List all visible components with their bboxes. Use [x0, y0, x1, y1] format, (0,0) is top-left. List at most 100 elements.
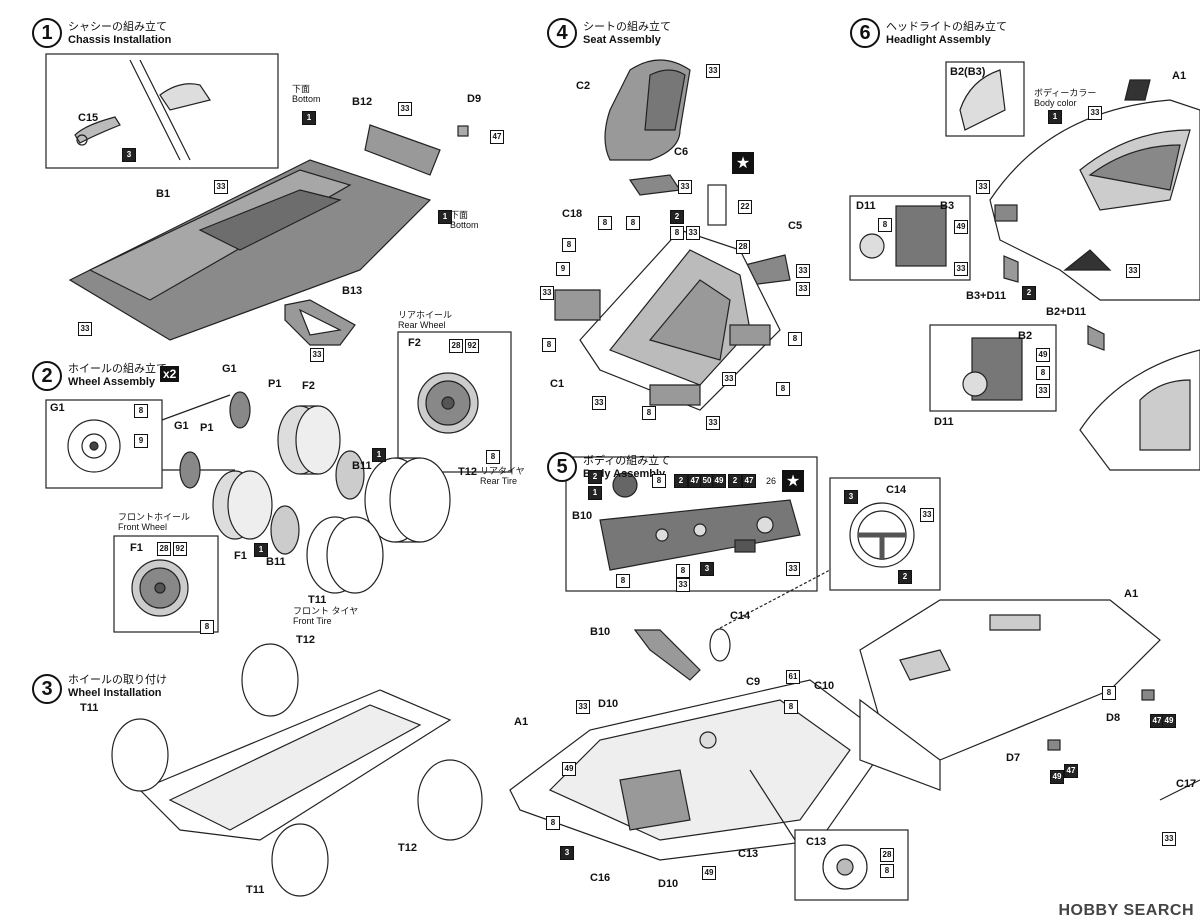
color-tag: 9 [556, 262, 570, 276]
color-tag: 33 [592, 396, 606, 410]
color-tag: 1 [438, 210, 452, 224]
color-tag: 92 [465, 339, 479, 353]
part-label: D8 [1106, 712, 1121, 724]
color-tag: 33 [78, 322, 92, 336]
color-tag: 3 [560, 846, 574, 860]
step-1-title-en: Chassis Installation [68, 34, 172, 46]
step-2-title-jp: ホイールの組み立て [68, 363, 167, 375]
color-tag: 28 [880, 848, 894, 862]
part-label: B11 [352, 460, 372, 472]
color-tag: 28 [736, 240, 750, 254]
color-tag: 8 [486, 450, 500, 464]
part-label: B2 [1018, 330, 1033, 342]
color-tag: 33 [796, 264, 810, 278]
color-tag: 33 [678, 180, 692, 194]
part-label: D10 [658, 878, 679, 890]
rear-tire-jp: リアタイヤ [480, 466, 525, 476]
color-tag: 8 [546, 816, 560, 830]
part-label: C16 [590, 872, 611, 884]
part-label: F1 [234, 550, 247, 562]
step-6-title-en: Headlight Assembly [886, 34, 991, 46]
part-label: B10 [590, 626, 611, 638]
step-3-title-en: Wheel Installation [68, 687, 162, 699]
part-label: D10 [598, 698, 619, 710]
front-tire-jp: フロント タイヤ [293, 606, 359, 616]
color-tag: 49 [1162, 714, 1176, 728]
part-label: G1 [50, 402, 65, 414]
color-tag: 49 [562, 762, 576, 776]
part-label: B3 [940, 200, 955, 212]
part-label: T11 [80, 702, 99, 714]
color-tag: 8 [562, 238, 576, 252]
color-tag: 1 [302, 111, 316, 125]
part-label: G1 [222, 363, 237, 375]
part-label: P1 [200, 422, 214, 434]
part-label: T12 [398, 842, 417, 854]
color-tag: 9 [134, 434, 148, 448]
part-label: F2 [408, 337, 421, 349]
step-3-title-jp: ホイールの取り付け [68, 674, 167, 686]
step-3-number: 3 [32, 674, 62, 704]
part-label: T11 [246, 884, 265, 896]
part-label: D9 [467, 93, 482, 105]
part-label: C1 [550, 378, 565, 390]
step-6-title-jp: ヘッドライトの組み立て [886, 21, 1007, 33]
front-wheel-caption: フロントホイール Front Wheel [118, 512, 190, 532]
part-label: C18 [562, 208, 583, 220]
step-3-title: ホイールの取り付け Wheel Installation [68, 674, 167, 700]
color-tag: 2 [670, 210, 684, 224]
color-tag: 92 [173, 542, 187, 556]
rear-wheel-caption: リアホイール Rear Wheel [398, 310, 452, 330]
part-label: T12 [458, 466, 477, 478]
part-label: D11 [856, 200, 876, 212]
part-label: F1 [130, 542, 143, 554]
part-label: G1 [174, 420, 189, 432]
color-tag: 33 [676, 578, 690, 592]
part-label: B11 [266, 556, 286, 568]
color-tag: 8 [598, 216, 612, 230]
step-4-title-en: Seat Assembly [583, 34, 661, 46]
color-tag: 33 [310, 348, 324, 362]
rear-wheel-en: Rear Wheel [398, 320, 446, 330]
color-tag: 33 [686, 226, 700, 240]
star-icon: ★ [782, 470, 804, 492]
color-tag: 33 [214, 180, 228, 194]
part-label: C6 [674, 146, 689, 158]
color-tag: 8 [676, 564, 690, 578]
rear-wheel-jp: リアホイール [398, 310, 453, 320]
color-tag: 2 [588, 470, 602, 484]
color-tag: 8 [878, 218, 892, 232]
color-tag: 49 [954, 220, 968, 234]
step-1-title-jp: シャシーの組み立て [68, 21, 167, 33]
step-6-number: 6 [850, 18, 880, 48]
part-label: A1 [1172, 70, 1187, 82]
note-bottom: 下面 Bottom [450, 210, 479, 230]
note-bottom-jp: 下面 [292, 84, 311, 94]
color-tag: 33 [976, 180, 990, 194]
part-label: B10 [572, 510, 593, 522]
note-bottom-en: Bottom [450, 220, 479, 230]
part-label: C14 [886, 484, 907, 496]
front-wheel-jp: フロントホイール [118, 512, 191, 522]
part-label: B13 [342, 285, 363, 297]
color-tag: 33 [920, 508, 934, 522]
color-tag: 8 [1102, 686, 1116, 700]
color-tag: 8 [670, 226, 684, 240]
step-5-title: ボディの組み立て Body Assembly [583, 455, 670, 481]
step-4-number: 4 [547, 18, 577, 48]
step-2-title: ホイールの組み立て Wheel Assembly [68, 363, 167, 389]
part-label: B3+D11 [966, 290, 1007, 302]
color-tag: 49 [702, 866, 716, 880]
color-tag: 33 [540, 286, 554, 300]
color-tag: 33 [796, 282, 810, 296]
step-4-title: シートの組み立て Seat Assembly [583, 21, 671, 47]
color-tag: 8 [776, 382, 790, 396]
part-label: B12 [352, 96, 373, 108]
color-tag: 49 [1050, 770, 1064, 784]
color-tag: 2 [1022, 286, 1036, 300]
front-wheel-en: Front Wheel [118, 522, 168, 532]
color-tag: 3 [122, 148, 136, 162]
part-label: T12 [296, 634, 315, 646]
step-4-title-jp: シートの組み立て [583, 21, 671, 33]
